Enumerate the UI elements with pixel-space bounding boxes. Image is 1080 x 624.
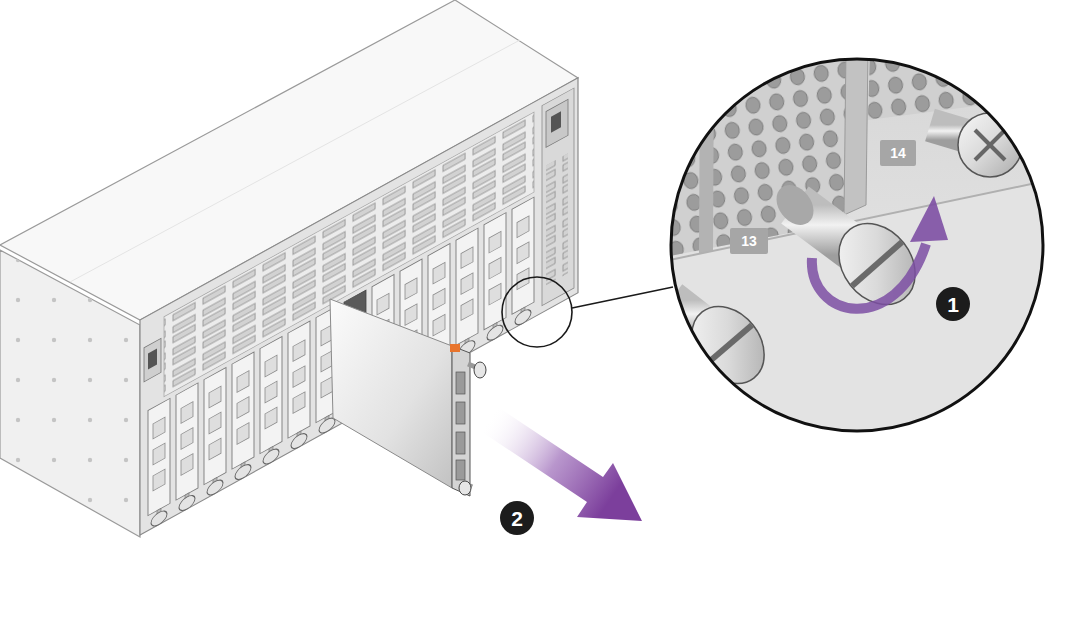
- power-socket: [148, 349, 157, 370]
- thumbscrew: [474, 362, 486, 378]
- removed-card: [330, 299, 486, 496]
- io-card: [232, 352, 254, 484]
- zoom-frame: [671, 59, 1043, 431]
- card-port: [456, 432, 465, 454]
- io-card: [204, 367, 226, 499]
- callout-number: 2: [511, 508, 523, 529]
- side-module: [542, 88, 574, 306]
- rotation-arrowhead: [910, 196, 948, 242]
- zoom-background: [660, 50, 1060, 450]
- detail-marker: [502, 277, 572, 347]
- screw-head: [677, 292, 779, 398]
- side-vents: [0, 250, 140, 537]
- callout-disc: [500, 501, 534, 535]
- power-inlet: [144, 338, 161, 381]
- slot-tag: [730, 228, 768, 254]
- slot-number: 14: [890, 146, 906, 160]
- status-tag: [450, 344, 460, 352]
- card-port: [456, 402, 465, 424]
- panel-lower: [660, 178, 1060, 450]
- vent-holes: [868, 50, 1060, 120]
- thumbscrew: [459, 481, 471, 495]
- screw-base: [769, 178, 821, 232]
- rear-panel: [140, 78, 578, 535]
- chassis-side: [0, 250, 140, 537]
- screw-cross: [975, 130, 1005, 160]
- screw-slot: [852, 242, 902, 286]
- card-port: [456, 460, 465, 480]
- callout-number: 1: [947, 294, 959, 315]
- screw-cross: [975, 130, 1005, 160]
- io-card: [456, 228, 478, 360]
- pull-arrow: [482, 407, 642, 521]
- io-card: [512, 197, 534, 329]
- card-body: [330, 299, 452, 488]
- slot-number: 13: [741, 234, 757, 248]
- leader-line: [572, 287, 673, 308]
- rotation-arrow: [812, 244, 926, 309]
- card-faceplate: [452, 346, 470, 496]
- panel-face: [140, 78, 578, 535]
- power-socket: [551, 111, 561, 133]
- chassis: [0, 0, 578, 537]
- io-card: [288, 321, 310, 453]
- io-card: [148, 398, 170, 530]
- slot-tag: [880, 140, 916, 166]
- card-port: [456, 372, 465, 394]
- io-card: [176, 383, 198, 515]
- io-card: [484, 213, 506, 345]
- slot-divider: [698, 50, 714, 450]
- callout-disc: [936, 287, 970, 321]
- io-card: [260, 336, 282, 468]
- slot-divider: [844, 50, 868, 215]
- power-inlet: [546, 99, 568, 147]
- port-grid: [546, 153, 568, 285]
- panel-plate: [868, 50, 1060, 120]
- zoom-detail: [660, 50, 1060, 450]
